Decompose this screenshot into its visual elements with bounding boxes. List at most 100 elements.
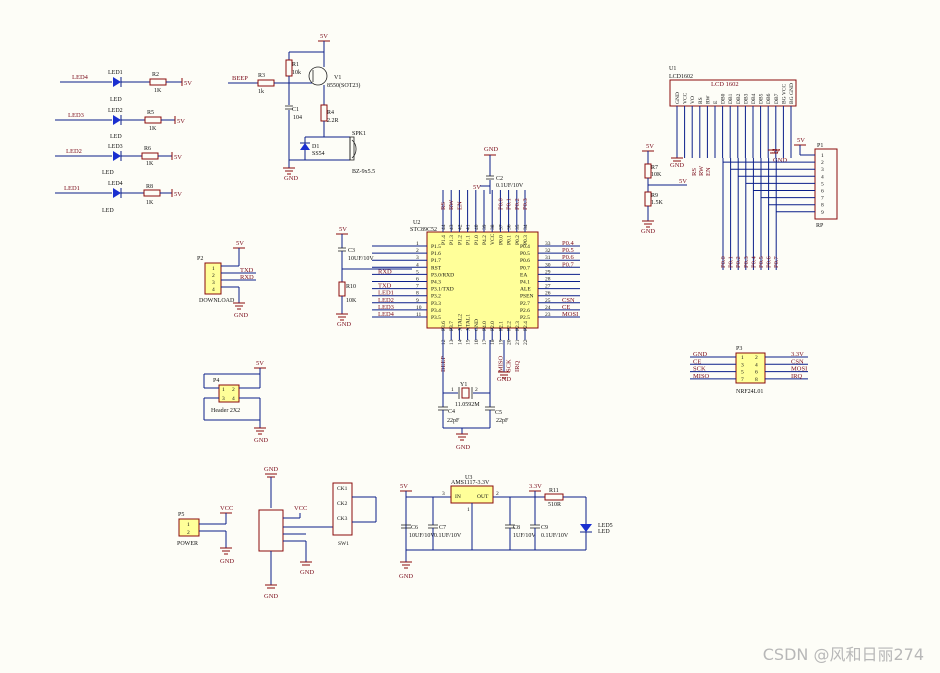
mcu-pin-num: 12	[441, 339, 447, 345]
mcu-pin-name: P1.7	[431, 258, 441, 264]
lcd-pin-name: DB2	[736, 93, 742, 104]
mcu-part: STC89C52	[410, 227, 437, 233]
lcd-body	[669, 79, 797, 107]
mcu-left-net: LED2	[378, 297, 394, 304]
lcd-pin-name: VO	[690, 96, 696, 104]
mcu-right-net: P0.5	[562, 247, 574, 254]
mcu-pin-name: P2.5	[520, 315, 530, 321]
reg-out: OUT	[477, 494, 489, 500]
mcu-pin-name: P2.3	[515, 321, 521, 331]
p2-rxd: RXD	[240, 274, 254, 281]
sw-gnd-top: GND	[264, 466, 278, 473]
led2-supply: 5V	[177, 118, 185, 125]
c6-value: 10UF/10V	[409, 533, 435, 539]
lcd-pin-name: DB1	[728, 93, 734, 104]
led-row-3-net: LED2	[66, 148, 82, 155]
mcu-pin-name: P4.0	[482, 321, 488, 331]
led2-type: LED	[110, 134, 122, 140]
spk-ref: SPK1	[352, 131, 366, 137]
mcu-pin-num: 16	[474, 339, 480, 345]
sw-ref: SW1	[338, 541, 349, 547]
led3-type: LED	[102, 170, 114, 176]
mcu-left-net: TXD	[378, 283, 392, 290]
c6-ref: C6	[411, 525, 418, 531]
crystal-circuit: 1 2 Y1 11.0592M C4 22pF C5 22pF GND GND	[438, 340, 511, 451]
led1-ref: LED1	[108, 70, 123, 76]
mcu-pin-name: P1.4	[441, 235, 447, 245]
mcu-pin-num: 13	[449, 339, 455, 345]
lcd-gnd-left: GND	[641, 228, 655, 235]
mcu-pin-num: 32	[545, 248, 551, 254]
p5-gnd: GND	[220, 558, 234, 565]
mcu-pin-name: P3.0/RXD	[431, 272, 454, 278]
sw-ck1: CK1	[337, 486, 348, 492]
c7-ref: C7	[439, 525, 446, 531]
r11-value: 510R	[548, 502, 561, 508]
led-row-2-net: LED3	[68, 112, 84, 119]
r3-ref: R3	[258, 73, 265, 79]
led-array: LED4 LED1 LED R2 1K 5V LED3 LED2 LED R5	[55, 70, 192, 214]
mcu-pin-name: P3.2	[431, 294, 441, 300]
led5-ref: LED5	[598, 523, 613, 529]
r9-value: 1.5K	[651, 200, 664, 206]
led-row-1: LED4 LED1 LED R2 1K 5V	[60, 70, 192, 103]
mcu-right-net: CSN	[562, 297, 575, 304]
nrf-pin-num: 7	[741, 377, 744, 383]
lcd-bus-net: P0.5	[758, 256, 765, 268]
p4-pin1: 1	[222, 387, 225, 393]
lcd-bus-net: P0.0	[720, 256, 727, 268]
led3-ref: LED3	[108, 144, 123, 150]
lcd-rw-net: RW	[698, 165, 705, 176]
p4-name: Header 2X2	[211, 408, 240, 414]
mcu-pin-num: 17	[482, 339, 488, 345]
lcd-pin-name: DB3	[743, 93, 749, 104]
buzzer-gnd: GND	[284, 175, 298, 182]
mcu-pin-num: 33	[545, 241, 551, 247]
reg-gnd: GND	[399, 573, 413, 580]
mcu-bottom-net: SCK	[506, 359, 513, 372]
crystal-gnd: GND	[456, 444, 470, 451]
mcu-pin-name: P1.6	[431, 251, 441, 257]
mcu-pin-name: XTAL1	[466, 314, 472, 331]
mcu-top-net: EN	[456, 201, 463, 210]
led-row-2: LED3 LED2 LED R5 1K 5V	[55, 108, 185, 140]
nrf-left-net: SCK	[693, 366, 706, 373]
mcu-pin-num: 26	[545, 291, 551, 297]
p4-pin2: 2	[232, 387, 235, 393]
mcu-pin-name: P2.2	[507, 321, 513, 331]
c7-value: 0.1UF/10V	[434, 533, 462, 539]
y1-pin1: 1	[451, 387, 454, 393]
mcu-pin-name: P0.6	[520, 258, 530, 264]
mcu-left-net: LED1	[378, 290, 394, 297]
mcu-pin-name: PSEN	[520, 294, 533, 300]
spk-value: BZ-9x5.5	[352, 169, 375, 175]
lcd-pin-name: VCC	[683, 92, 689, 104]
p2-txd: TXD	[240, 267, 254, 274]
r8-ref: R8	[146, 184, 153, 190]
mcu-body	[426, 231, 539, 329]
sw-gnd-bottom: GND	[264, 593, 278, 600]
p5-pin1: 1	[187, 522, 190, 528]
nrf-pin-num: 3	[741, 362, 744, 368]
nrf-pin-num: 4	[755, 362, 758, 368]
r9-ref: R9	[651, 193, 658, 199]
r5-value: 1K	[149, 126, 157, 132]
mcu-pin-num: 21	[515, 339, 521, 345]
mcu-top-net: P0.1	[506, 198, 513, 210]
nrf-pin-num: 6	[755, 370, 758, 376]
lcd-ref: U1	[669, 66, 676, 72]
reg-ref: U3	[465, 475, 472, 481]
c3-ref: C3	[348, 248, 355, 254]
mcu-pin-name: P1.2	[457, 235, 463, 245]
c1-ref: C1	[292, 107, 299, 113]
mcu-pin-num: 4	[416, 262, 419, 268]
mcu-pin-num: 2	[416, 248, 419, 254]
mcu-pin-name: P4.2	[482, 235, 488, 245]
power-switch[interactable]: GND VCC GND GND CK1 CK2 CK3 SW1	[258, 466, 377, 600]
lcd-pin-name: E	[713, 100, 719, 104]
nrf-left-net: CE	[693, 358, 701, 365]
